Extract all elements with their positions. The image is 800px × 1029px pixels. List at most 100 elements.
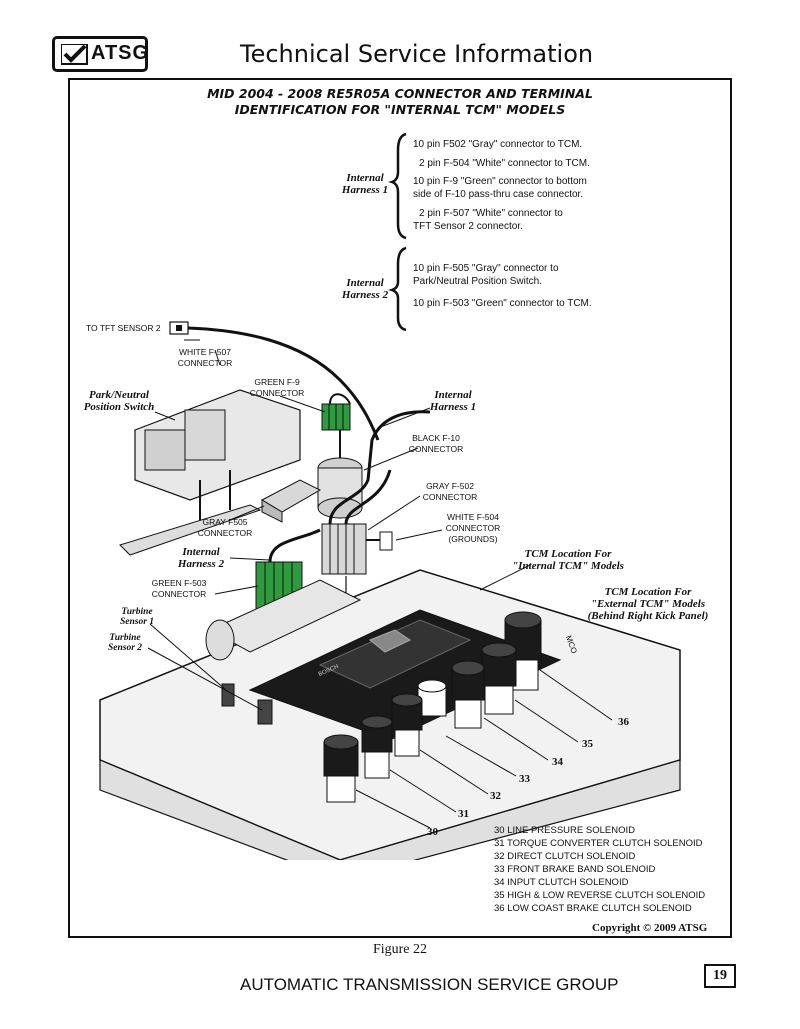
callout-black-f10-line1: BLACK F-10 [412, 433, 460, 443]
callout-tcm-external-line1: TCM Location For [604, 586, 692, 598]
callout-internal-harness-1: Internal Harness 1 [418, 389, 488, 413]
green-f9-connector [321, 403, 351, 431]
callout-tft-sensor: TO TFT SENSOR 2 [86, 323, 161, 333]
harness1-note-3: 10 pin F-9 "Green" connector to bottom [413, 176, 587, 187]
valve-body-diagram [99, 132, 681, 860]
page-number: 19 [704, 964, 736, 988]
callout-internal-harness-2-line2: Harness 2 [177, 558, 225, 570]
callout-white-f507-line1: WHITE F-507 [179, 347, 231, 357]
harness2-brace [388, 246, 407, 332]
harness1-note-1: 10 pin F502 "Gray" connector to TCM. [413, 139, 583, 150]
harness2-note-1: 10 pin F-505 "Gray" connector to [413, 263, 559, 274]
figure-caption: Figure 22 [372, 942, 428, 957]
callout-white-f504-line3: (GROUNDS) [448, 534, 498, 544]
solenoid-31 [361, 715, 393, 779]
legend-item: 31 TORQUE CONVERTER CLUTCH SOLENOID [494, 838, 703, 849]
number-33: 33 [519, 773, 530, 785]
harness1-note-6: TFT Sensor 2 connector. [413, 221, 523, 232]
solenoid-33 [417, 679, 447, 717]
callout-white-f504-line2: CONNECTOR [445, 523, 501, 533]
callout-internal-harness-2: Internal Harness 2 [166, 546, 236, 570]
gray-f502-connector [321, 523, 367, 575]
callout-internal-harness-1-line1: Internal [434, 389, 472, 401]
turbine-sensor-2 [257, 699, 273, 725]
harness2-note-2: Park/Neutral Position Switch. [413, 276, 542, 287]
callout-tcm-internal-line1: TCM Location For [524, 548, 612, 560]
heading-line-1: MID 2004 - 2008 RE5R05A CONNECTOR AND TE… [207, 86, 593, 101]
legend-item: 34 INPUT CLUTCH SOLENOID [494, 877, 629, 888]
callout-green-f503: GREEN F-503 CONNECTOR [142, 578, 216, 600]
legend-item: 33 FRONT BRAKE BAND SOLENOID [494, 864, 656, 875]
solenoid-30 [323, 734, 359, 803]
callout-tcm-external-line2: "External TCM" Models [590, 598, 706, 610]
harness2-label-line2: Harness 2 [341, 289, 389, 301]
callout-white-f507-line2: CONNECTOR [177, 358, 233, 368]
callout-turbine-1-line1: Turbine [121, 607, 153, 617]
atsg-logo: ATSG [52, 36, 148, 72]
callout-tcm-external: TCM Location For "External TCM" Models (… [578, 586, 718, 622]
callout-green-f9-line2: CONNECTOR [249, 388, 305, 398]
callout-turbine-1-line2: Sensor 1 [119, 617, 155, 627]
callout-turbine-2-line2: Sensor 2 [107, 643, 143, 653]
callout-pn-switch-line1: Park/Neutral [89, 389, 149, 401]
callout-internal-harness-1-line2: Harness 1 [429, 401, 477, 413]
callout-pn-switch: Park/Neutral Position Switch [74, 389, 164, 413]
callout-turbine-2: Turbine Sensor 2 [100, 633, 150, 653]
legend-item: 30 LINE PRESSURE SOLENOID [494, 825, 635, 836]
callout-gray-f505-line1: GRAY F505 [202, 517, 248, 527]
page-title: Technical Service Information [240, 40, 594, 68]
harness1-label: Internal Harness 1 [330, 172, 400, 196]
heading-line-2: IDENTIFICATION FOR "INTERNAL TCM" MODELS [234, 102, 566, 117]
callout-tcm-internal-line2: "Internal TCM" Models [512, 560, 624, 572]
logo-text: ATSG [91, 42, 150, 64]
solenoid-34 [451, 660, 485, 729]
callout-white-f504: WHITE F-504 CONNECTOR (GROUNDS) [436, 512, 510, 545]
harness1-label-line2: Harness 1 [341, 184, 389, 196]
callout-green-f9: GREEN F-9 CONNECTOR [242, 377, 312, 399]
number-34: 34 [552, 756, 563, 768]
harness2-label-line1: Internal [346, 277, 384, 289]
callout-white-f504-line1: WHITE F-504 [447, 512, 499, 522]
callout-black-f10-line2: CONNECTOR [408, 444, 464, 454]
harness1-note-5: 2 pin F-507 "White" connector to [419, 208, 563, 219]
harness1-note-4: side of F-10 pass-thru case connector. [413, 189, 584, 200]
number-32: 32 [490, 790, 501, 802]
number-36: 36 [618, 716, 629, 728]
callout-internal-harness-2-line1: Internal [182, 546, 220, 558]
callout-tcm-internal: TCM Location For "Internal TCM" Models [508, 548, 628, 572]
gray-f505-connector [260, 479, 322, 523]
harness2-label: Internal Harness 2 [330, 277, 400, 301]
solenoid-35 [481, 642, 517, 715]
harness1-note-2: 2 pin F-504 "White" connector to TCM. [419, 158, 590, 169]
callout-gray-f502-line2: CONNECTOR [422, 492, 478, 502]
checkmark-icon [61, 44, 88, 65]
number-31: 31 [458, 808, 469, 820]
callout-turbine-2-line1: Turbine [109, 633, 141, 643]
figure-frame [68, 78, 732, 938]
white-f504-connector [379, 531, 393, 551]
park-neutral-switch [119, 389, 301, 556]
legend-item: 35 HIGH & LOW REVERSE CLUTCH SOLENOID [494, 890, 706, 901]
tft-sensor-connector [169, 321, 189, 335]
solenoid-32 [391, 693, 423, 757]
number-35: 35 [582, 738, 593, 750]
copyright: Copyright © 2009 ATSG [592, 922, 708, 934]
legend-item: 32 DIRECT CLUTCH SOLENOID [494, 851, 636, 862]
harness1-label-line1: Internal [346, 172, 384, 184]
callout-turbine-1: Turbine Sensor 1 [112, 607, 162, 627]
harness2-note-3: 10 pin F-503 "Green" connector to TCM. [413, 298, 592, 309]
number-30: 30 [427, 826, 438, 838]
callout-gray-f502-line1: GRAY F-502 [426, 481, 474, 491]
callout-green-f503-line1: GREEN F-503 [151, 578, 207, 588]
callout-white-f507: WHITE F-507 CONNECTOR [170, 347, 240, 369]
callout-green-f503-line2: CONNECTOR [151, 589, 207, 599]
callout-gray-f505: GRAY F505 CONNECTOR [190, 517, 260, 539]
callout-gray-f505-line2: CONNECTOR [197, 528, 253, 538]
turbine-sensor-1 [221, 683, 235, 707]
solenoid-legend: 30 LINE PRESSURE SOLENOID 31 TORQUE CONV… [494, 824, 705, 915]
harness1-brace [388, 132, 407, 240]
callout-tcm-external-line3: (Behind Right Kick Panel) [587, 610, 709, 622]
tft-wire [187, 326, 380, 441]
callout-gray-f502: GRAY F-502 CONNECTOR [414, 481, 486, 503]
callout-black-f10: BLACK F-10 CONNECTOR [400, 433, 472, 455]
